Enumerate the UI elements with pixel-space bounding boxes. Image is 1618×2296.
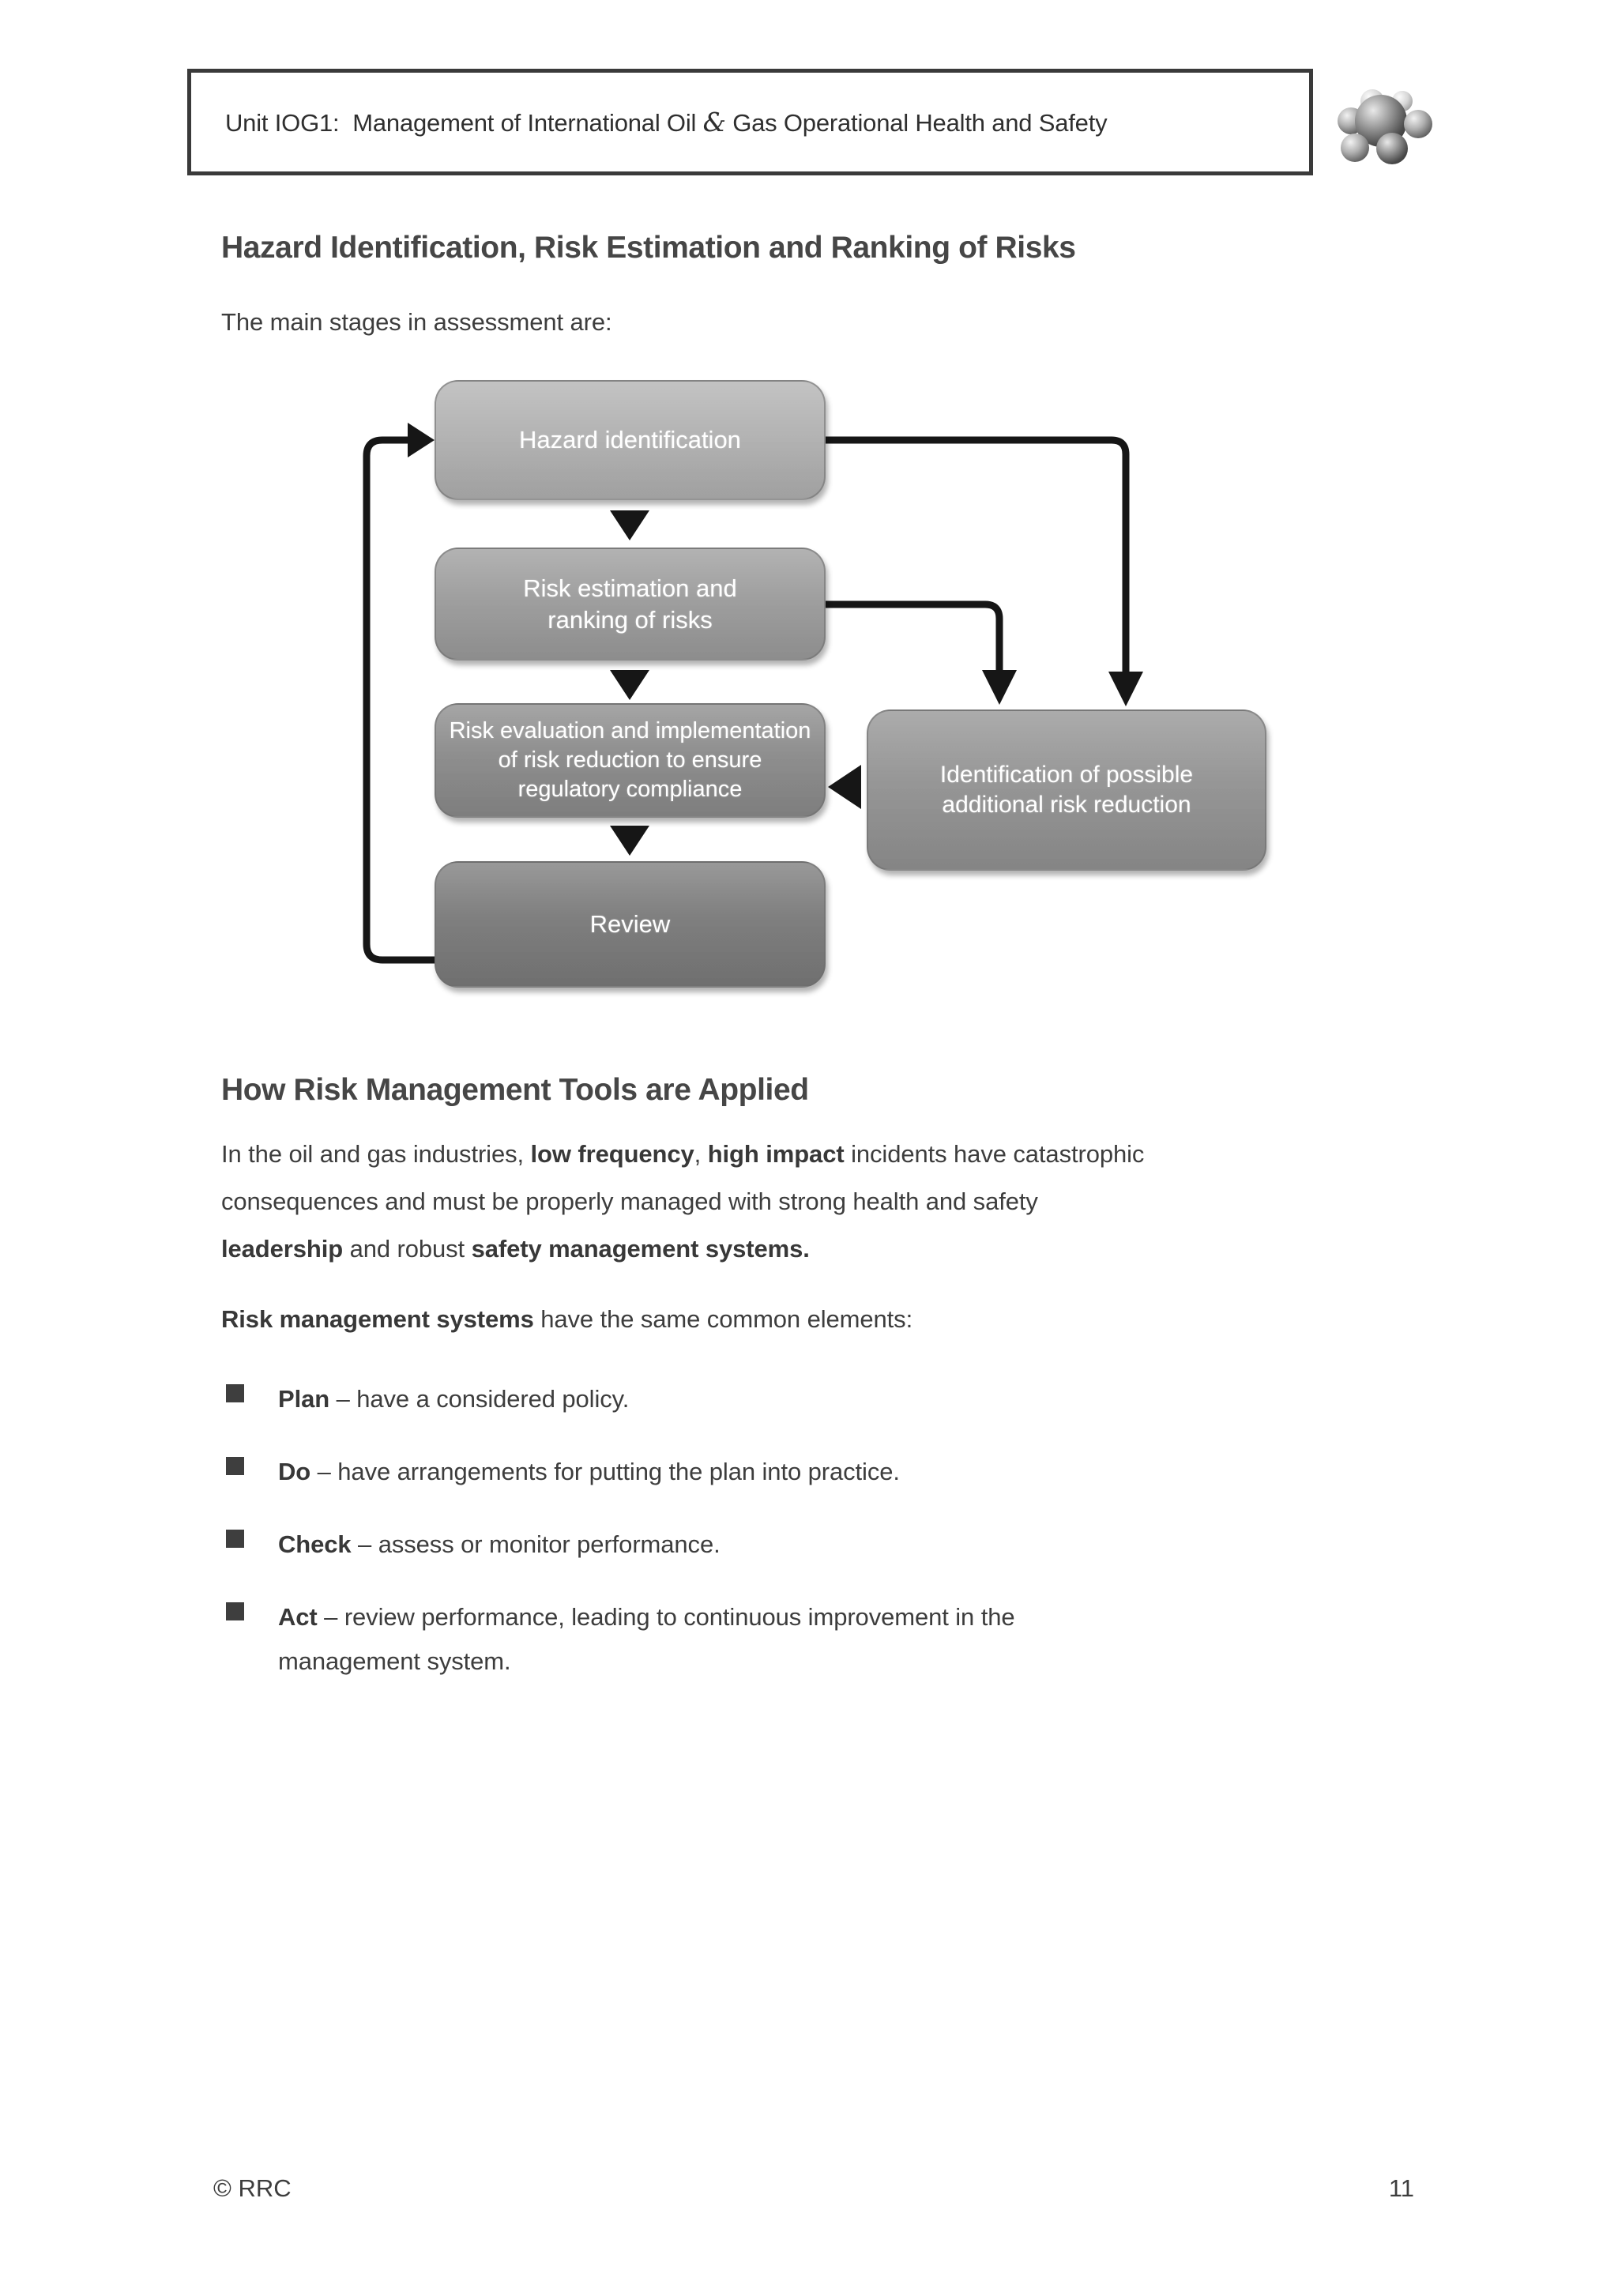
unit-title-text-2: Gas Operational Health and Safety [725, 109, 1108, 137]
logo-sphere-icon [1376, 133, 1408, 164]
bullet-item-plan: Plan – have a considered policy. [226, 1377, 629, 1421]
flow-box-label: regulatory compliance [517, 777, 743, 803]
bullet-item-do: Do – have arrangements for putting the p… [226, 1450, 900, 1494]
logo-sphere-icon [1341, 134, 1369, 162]
paragraph-line: consequences and must be properly manage… [221, 1188, 1038, 1215]
down-arrow-icon [982, 670, 1017, 705]
unit-title: Unit IOG1: Management of International O… [191, 107, 1108, 137]
unit-title-text: Unit IOG1: Management of International O… [225, 109, 703, 137]
logo-sphere-icon [1404, 110, 1432, 138]
connector-line [826, 436, 1130, 673]
down-arrow-icon [610, 670, 649, 700]
section2-heading: How Risk Management Tools are Applied [221, 1073, 809, 1107]
flowchart-arrows [363, 423, 1143, 964]
risk-assessment-flowchart: Hazard identification Risk estimation an… [340, 363, 1327, 1035]
flow-box-label: ranking of risks [547, 605, 713, 634]
flow-box-risk-evaluation: Risk evaluation and implementation of ri… [435, 703, 826, 818]
bullet-text: management system. [278, 1647, 511, 1675]
paragraph-line: leadership and robust safety management … [221, 1235, 810, 1263]
bullet-item-check: Check – assess or monitor performance. [226, 1523, 721, 1567]
down-arrow-icon [1108, 672, 1143, 706]
rrc-molecule-logo-icon [1337, 63, 1455, 182]
down-arrow-icon [610, 826, 649, 856]
assessment-intro-text: The main stages in assessment are: [221, 308, 612, 336]
page-number: 11 [1388, 2174, 1414, 2202]
flow-box-label: additional risk reduction [942, 792, 1191, 818]
bullet-square-icon [226, 1384, 244, 1402]
flow-box-hazard-identification: Hazard identification [435, 380, 826, 500]
flow-box-label: Hazard identification [519, 426, 741, 454]
flow-box-label: of risk reduction to ensure [498, 747, 762, 773]
flow-box-label: Identification of possible [939, 761, 1194, 788]
left-arrow-icon [828, 765, 861, 809]
bullet-text: Act – review performance, leading to con… [278, 1603, 1015, 1631]
flow-box-label: Risk evaluation and implementation [449, 717, 811, 743]
paragraph-line: In the oil and gas industries, low frequ… [221, 1140, 1145, 1168]
flow-box-risk-estimation: Risk estimation and ranking of risks [435, 548, 826, 661]
list-intro-text: Risk management systems have the same co… [221, 1305, 913, 1333]
bullet-text: Do – have arrangements for putting the p… [278, 1458, 900, 1485]
flow-box-review: Review [435, 861, 826, 988]
flow-box-label: Risk estimation and [523, 574, 737, 602]
flow-box-identification-additional-risk-reduction: Identification of possible additional ri… [867, 710, 1266, 871]
down-arrow-icon [610, 510, 649, 540]
flow-box-label: Review [589, 910, 671, 939]
bullet-square-icon [226, 1530, 244, 1548]
ampersand-glyph: & [702, 107, 726, 137]
section1-heading: Hazard Identification, Risk Estimation a… [221, 231, 1076, 265]
bullet-text: Check – assess or monitor performance. [278, 1530, 721, 1558]
unit-header-box: Unit IOG1: Management of International O… [187, 69, 1313, 175]
bullet-item-act: Act – review performance, leading to con… [226, 1595, 1015, 1684]
bullet-square-icon [226, 1602, 244, 1620]
copyright-text: © RRC [213, 2174, 292, 2202]
bullet-text: Plan – have a considered policy. [278, 1385, 630, 1413]
bullet-square-icon [226, 1457, 244, 1475]
right-arrow-icon [408, 423, 435, 457]
connector-line [826, 600, 1003, 672]
feedback-loop-line [363, 436, 435, 964]
